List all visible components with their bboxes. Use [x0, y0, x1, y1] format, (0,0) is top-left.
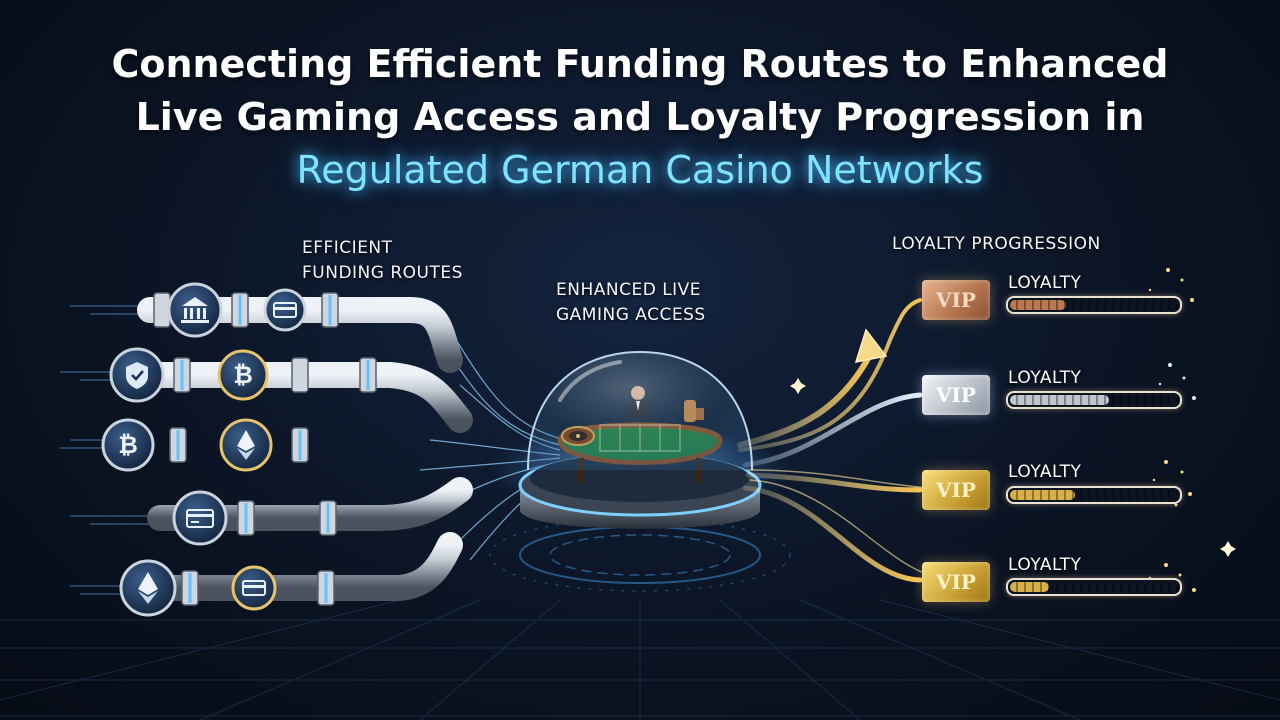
- loyalty-label: LOYALTY: [1008, 273, 1082, 293]
- loyalty-progress-bar: [1006, 296, 1182, 314]
- route-icons: ₿ ₿: [101, 282, 307, 617]
- pipe-route-5: [127, 532, 463, 601]
- live-gaming-dome: [490, 350, 790, 529]
- bitcoin-icon: ₿: [101, 418, 155, 472]
- radar-rings: [489, 518, 791, 592]
- loyalty-progress-bar: [1006, 486, 1182, 504]
- loyalty-label: LOYALTY: [1008, 462, 1082, 482]
- svg-text:₿: ₿: [118, 431, 138, 459]
- arrow-up-icon: [854, 328, 888, 363]
- vip-badge: VIP: [922, 280, 990, 320]
- pipe-route-1: [137, 297, 463, 373]
- loyalty-progress-fill: [1010, 395, 1110, 405]
- loyalty-progress-fill: [1010, 582, 1049, 592]
- pipe-route-2: [117, 362, 473, 433]
- loyalty-progress-fill: [1010, 300, 1067, 310]
- card-icon: [172, 490, 228, 546]
- title-line-3: Regulated German Casino Networks: [296, 148, 984, 192]
- svg-text:₿: ₿: [233, 361, 253, 389]
- sparkle-icons: [790, 378, 1236, 557]
- vip-badge: VIP: [922, 375, 990, 415]
- vip-badge: VIP: [922, 562, 990, 602]
- ethereum-icon: [219, 418, 273, 472]
- loyalty-streams: [737, 298, 931, 583]
- pipe-glow-rings: [176, 295, 370, 603]
- loyalty-label: LOYALTY: [1008, 555, 1082, 575]
- card-icon: [263, 288, 307, 332]
- bank-icon: [167, 282, 223, 338]
- loyalty-progress-bar: [1006, 391, 1182, 409]
- loyalty-progress-bar: [1006, 578, 1182, 596]
- vip-badge: VIP: [922, 470, 990, 510]
- card-icon: [231, 565, 277, 611]
- floor-grid: [0, 599, 1280, 720]
- loyalty-progress-fill: [1010, 490, 1075, 500]
- ethereum-icon: [119, 559, 177, 617]
- title-line-1: Connecting Efficient Funding Routes to E…: [111, 42, 1169, 86]
- shield-icon: [109, 347, 165, 403]
- loyalty-progression-label: LOYALTY PROGRESSION: [892, 234, 1101, 254]
- loyalty-label: LOYALTY: [1008, 368, 1082, 388]
- title-line-2: Live Gaming Access and Loyalty Progressi…: [135, 95, 1145, 139]
- funding-pipes: [107, 297, 473, 601]
- pipe-route-4: [147, 477, 473, 531]
- bitcoin-icon: ₿: [217, 349, 269, 401]
- page-title: Connecting Efficient Funding Routes to E…: [0, 38, 1280, 197]
- live-gaming-label: ENHANCED LIVE GAMING ACCESS: [556, 280, 706, 325]
- glitter-trails: [1148, 268, 1196, 592]
- funding-routes-label: EFFICIENT FUNDING ROUTES: [302, 238, 463, 283]
